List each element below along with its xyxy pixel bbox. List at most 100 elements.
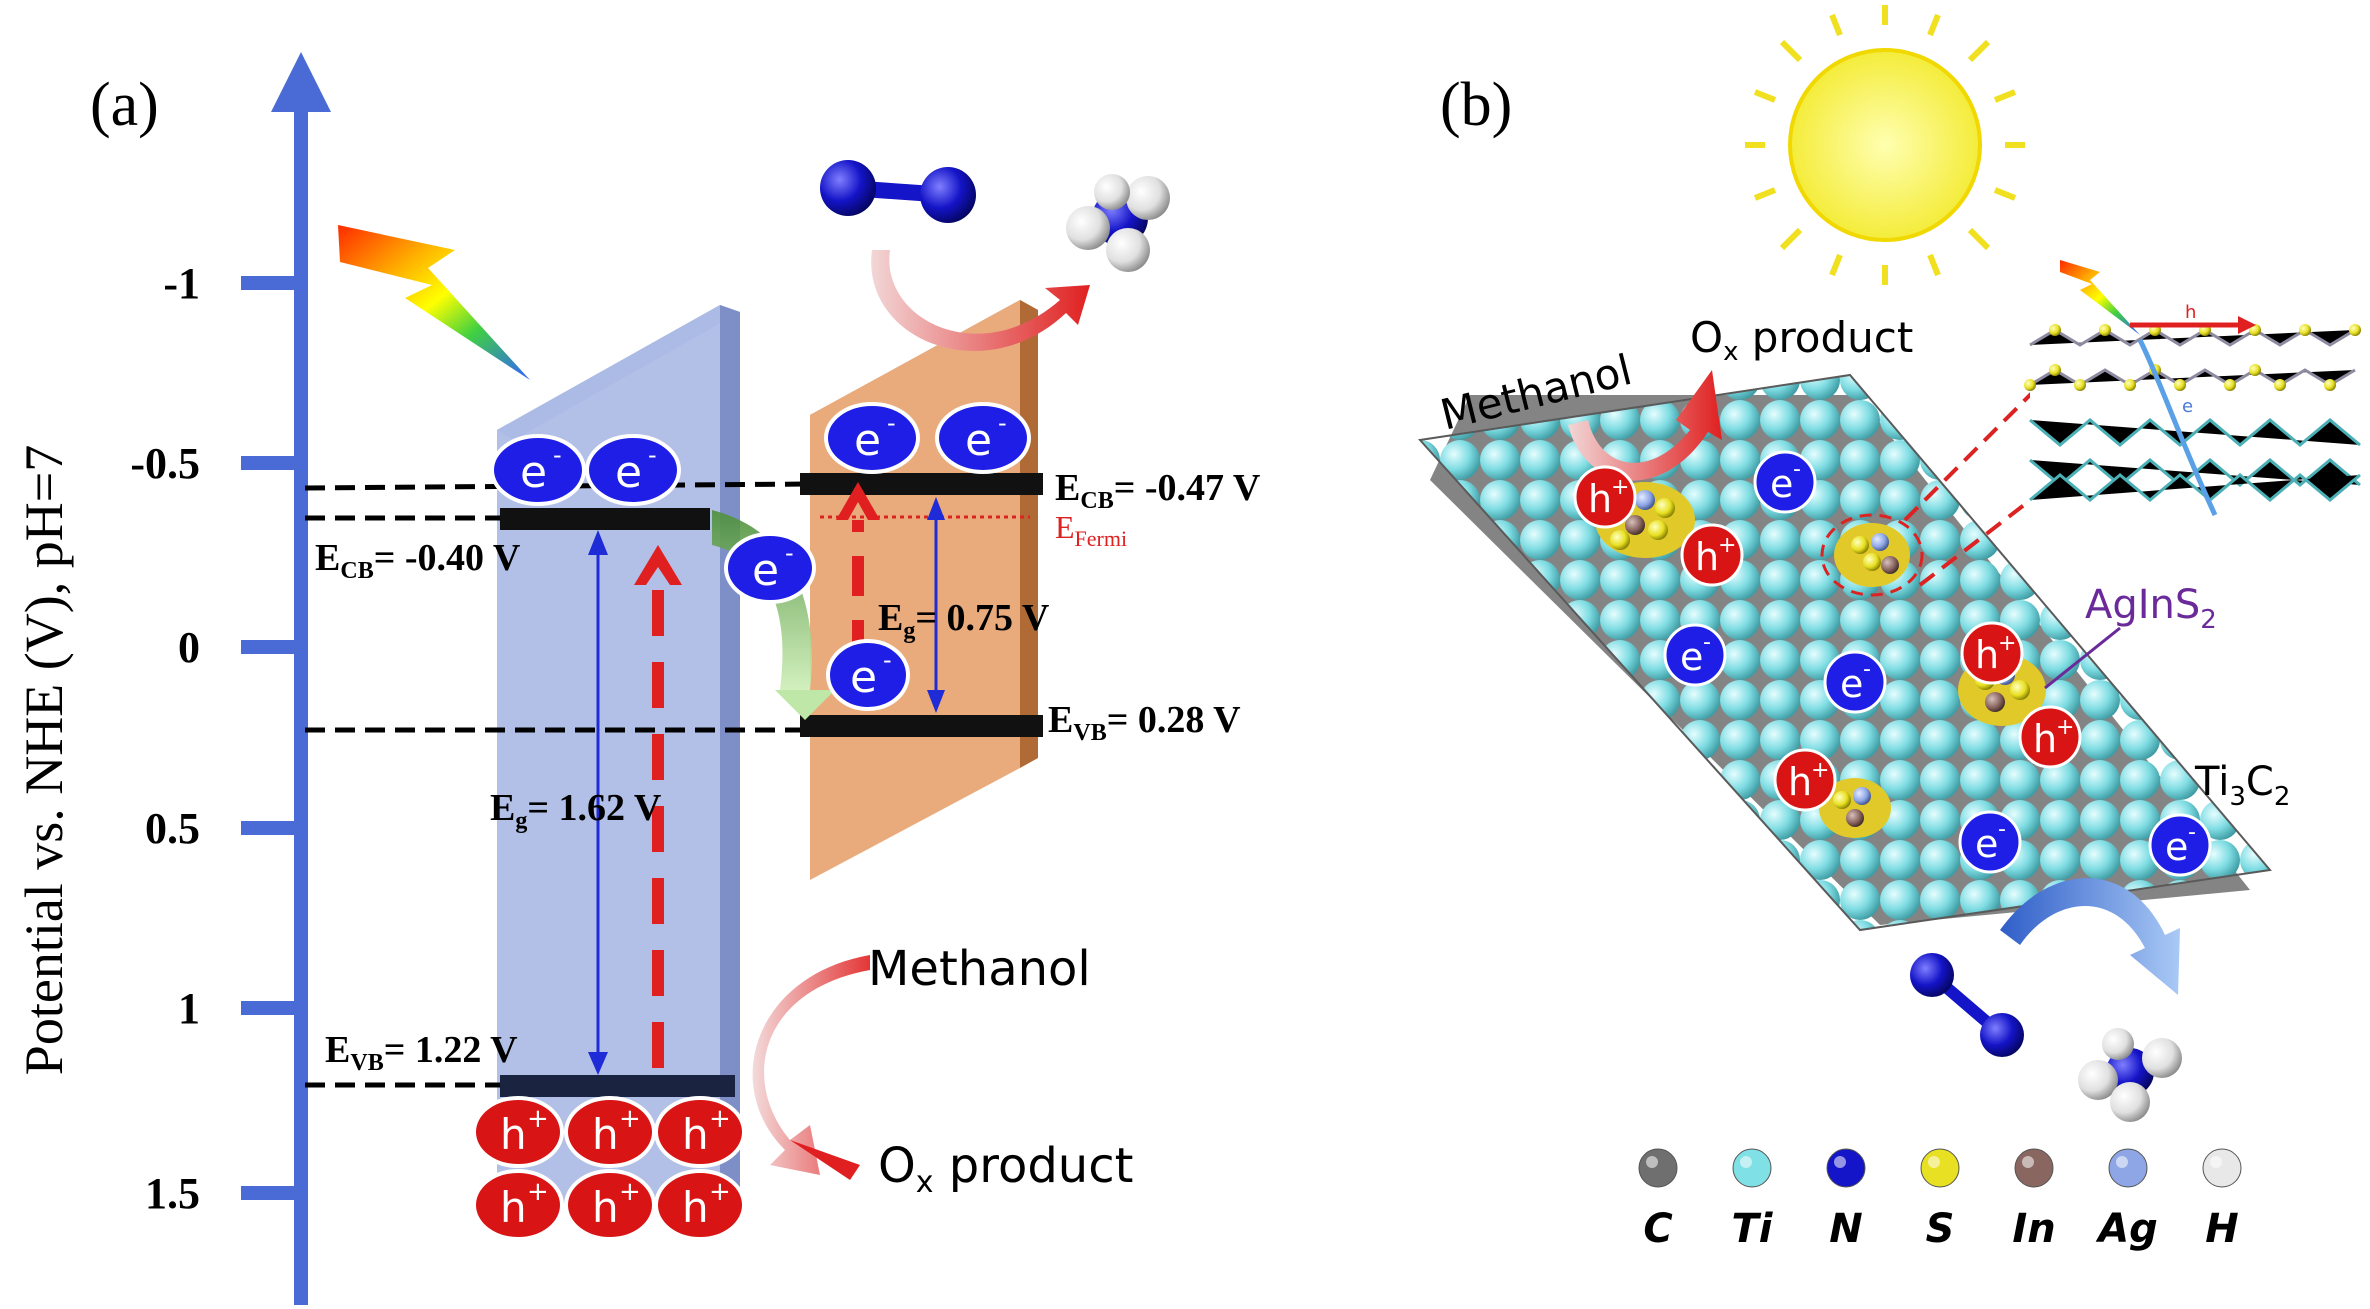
svg-text:-: - (1998, 817, 2006, 842)
svg-text:-: - (998, 409, 1007, 437)
legend-swatch (1732, 1148, 1772, 1188)
electron-transfer-arrow (712, 510, 812, 690)
electron: e- (1958, 810, 2022, 874)
svg-text:e: e (752, 545, 779, 596)
electron: e- (824, 402, 920, 474)
svg-text:h: h (1588, 477, 1612, 521)
svg-text:+: + (2056, 715, 2074, 740)
electron: e- (2148, 813, 2212, 877)
oxidation-arrow (1568, 370, 1722, 481)
oxidation-arrow (752, 955, 870, 1175)
fermi-label: EFermi (1055, 509, 1127, 551)
svg-text:h: h (1695, 535, 1719, 579)
slab-side-face (720, 305, 740, 1205)
svg-text:+: + (1811, 758, 1829, 783)
svg-text:+: + (709, 1104, 731, 1134)
left-cb-band (500, 508, 710, 530)
arrowhead-icon (775, 690, 835, 720)
electron: e- (1823, 650, 1887, 714)
n2-molecule-icon (820, 160, 976, 223)
tick-mark (241, 1186, 299, 1200)
left-ecb-label: ECB= -0.40 V (315, 537, 521, 584)
aginS2-label: AgInS2 (2085, 582, 2217, 635)
sun-icon (1745, 5, 2025, 285)
legend-swatch (1826, 1148, 1866, 1188)
svg-text:e: e (2165, 825, 2188, 869)
electron-transfer-arrow (2137, 338, 2218, 517)
right-ecb-label: ECB= -0.47 V (1055, 467, 1261, 514)
axis-arrowhead-icon (271, 52, 331, 112)
left-evb-label: EVB= 1.22 V (325, 1029, 518, 1076)
legend-swatch (2108, 1148, 2148, 1188)
right-eg-label: Eg= 0.75 V (878, 597, 1050, 644)
tick-mark (241, 276, 299, 290)
arrowhead-icon (836, 482, 880, 520)
svg-text:+: + (619, 1177, 641, 1207)
zoom-circle (1820, 513, 1924, 597)
hole: h+ (564, 1169, 656, 1241)
svg-text:-: - (883, 646, 892, 674)
svg-text:e: e (854, 415, 881, 466)
arrowhead-icon (588, 530, 608, 555)
svg-text:-: - (648, 441, 657, 469)
ox-product-label: Ox product (1690, 313, 1913, 367)
arrowhead-icon (927, 690, 945, 713)
tick-label: 0.5 (145, 804, 200, 853)
lightning-icon (338, 225, 530, 380)
left-vb-band (500, 1075, 735, 1097)
zoom-line (1903, 378, 2047, 522)
svg-text:e: e (615, 447, 642, 498)
arrowhead-icon (927, 497, 945, 520)
tick-mark (241, 456, 299, 470)
legend-label: Ag (2095, 1206, 2158, 1252)
legend-label: S (1926, 1206, 1955, 1252)
right-cb-band (800, 473, 1043, 495)
svg-text:-: - (785, 539, 794, 567)
hole: h+ (654, 1096, 746, 1168)
electron: e- (490, 434, 586, 506)
electron: e- (826, 639, 910, 711)
legend-label: N (1829, 1206, 1862, 1252)
panel-b-label: (b) (1440, 71, 1512, 139)
svg-text:+: + (619, 1104, 641, 1134)
right-vb-band (800, 715, 1043, 737)
right-semiconductor-slab (810, 300, 1038, 880)
legend-item-s: S (1920, 1148, 1960, 1252)
svg-text:h: h (500, 1110, 527, 1159)
electron: e- (724, 532, 816, 604)
legend-swatch (1638, 1148, 1678, 1188)
panel-a: (a) -1 -0.5 0 0.5 1 1.5 Potential vs. NH… (14, 52, 1261, 1305)
legend-label: C (1643, 1206, 1672, 1252)
svg-text:+: + (1718, 533, 1736, 558)
electron: e- (585, 434, 681, 506)
inset-electron-label: e (2182, 396, 2193, 417)
svg-text:+: + (527, 1177, 549, 1207)
reduction-arrow (2000, 878, 2180, 995)
reduction-arrow (871, 250, 1090, 351)
svg-text:+: + (527, 1104, 549, 1134)
aginS2-cluster (1834, 523, 1910, 587)
panel-b: (b) (1418, 5, 2365, 1252)
axis-title: Potential vs. NHE (V), pH=7 (14, 445, 74, 1075)
tick-mark (241, 1001, 299, 1015)
legend-item-n: N (1826, 1148, 1866, 1252)
inset-hole-label: h (2185, 302, 2196, 323)
svg-text:h: h (682, 1183, 709, 1232)
n2-molecule-icon (1910, 953, 2024, 1057)
ti3c2-label: Ti3C2 (2194, 759, 2290, 812)
ox-product-label: Ox product (878, 1138, 1133, 1200)
legend-item-ag: Ag (2095, 1148, 2158, 1252)
legend-item-c: C (1638, 1148, 1678, 1252)
tick-label: -0.5 (130, 439, 200, 488)
electron: e- (1753, 450, 1817, 514)
panel-a-label: (a) (90, 71, 159, 139)
hole: h+ (1960, 621, 2024, 685)
left-eg-label: Eg= 1.62 V (490, 787, 662, 834)
hole: h+ (654, 1169, 746, 1241)
hole: h+ (564, 1096, 656, 1168)
tick-label: 1 (178, 984, 200, 1033)
legend-label: Ti (1732, 1206, 1774, 1252)
slab-side-face (1020, 300, 1038, 768)
